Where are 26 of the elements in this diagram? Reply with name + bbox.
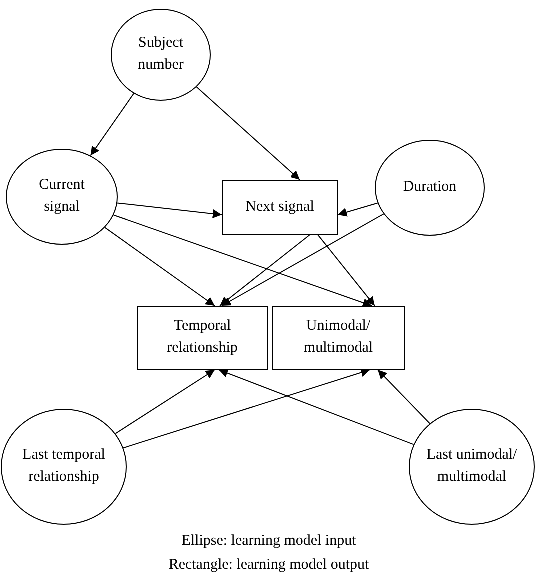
arrow — [222, 214, 384, 306]
node-label: Next signal — [246, 198, 314, 217]
node-label: Unimodal/ multimodal — [302, 317, 374, 358]
arrow — [104, 227, 216, 306]
arrow — [113, 214, 373, 308]
arrow — [378, 370, 431, 424]
node-label: Last temporal relationship — [22, 446, 106, 487]
arrow — [338, 202, 378, 217]
arrow — [318, 234, 376, 306]
arrow — [90, 93, 134, 156]
node-label: Temporal relationship — [166, 317, 239, 358]
output-box — [222, 180, 338, 235]
output-box — [272, 306, 405, 370]
arrow — [220, 234, 311, 306]
legend-text: Rectangle: learning model output — [168, 557, 370, 573]
arrow — [218, 369, 414, 446]
node-label: Subject number — [137, 34, 185, 75]
node-label: Last unimodal/ multimodal — [426, 446, 518, 487]
node-label: Current signal — [38, 176, 86, 217]
output-box — [137, 306, 268, 370]
node-label: Duration — [403, 178, 457, 198]
legend-text: Ellipse: learning model input — [182, 533, 356, 549]
arrow — [196, 86, 300, 180]
arrow — [117, 202, 222, 218]
arrow — [115, 370, 216, 434]
arrow — [123, 368, 371, 449]
